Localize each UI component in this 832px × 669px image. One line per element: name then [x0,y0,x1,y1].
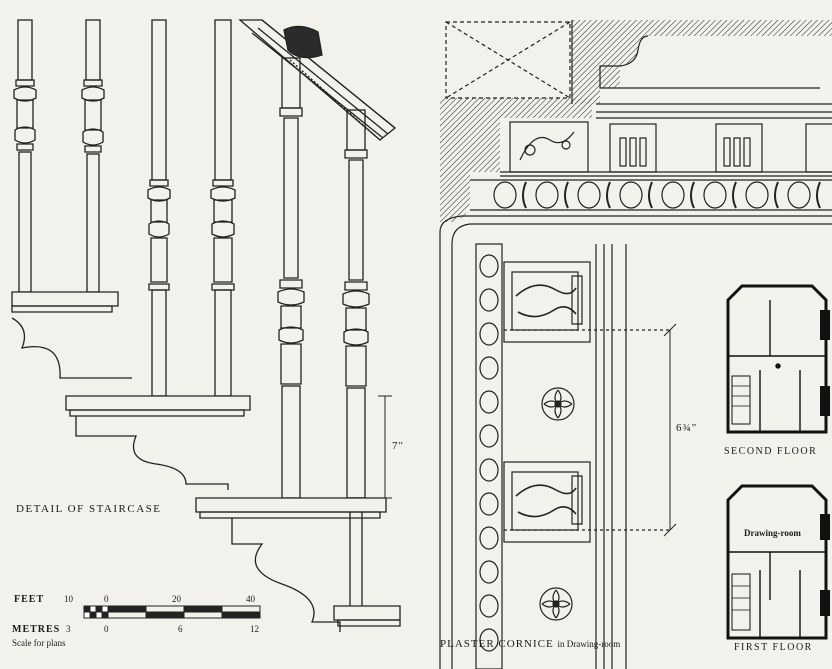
baluster-5 [277,57,305,499]
scale-metres-tick-1: 3 [66,624,71,634]
staircase-drawing [11,19,401,632]
acanthus-console-2 [503,461,591,543]
scale-metres-tick-4: 12 [250,624,259,634]
second-floor-caption: SECOND FLOOR [724,446,818,457]
cornice-depth-label: 6¾" [676,422,698,434]
cornice-drawing [439,20,832,669]
cornice-caption: PLASTER CORNICE in Drawing-room [440,638,620,650]
first-floor-plan [726,484,830,640]
scale-bar [83,605,261,619]
baluster-3 [147,19,171,397]
cornice-depth-dimension [663,323,677,537]
scale-feet-tick-2: 0 [104,594,109,604]
scale-note: Scale for plans [12,638,66,648]
scale-feet-label: FEET [14,594,45,605]
baluster-6 [342,109,370,609]
riser-dimension-label: 7" [392,440,404,452]
baluster-1 [13,19,37,293]
cornice-title-suffix: in Drawing-room [557,639,621,649]
scale-feet-tick-3: 20 [172,594,181,604]
second-floor-plan [726,284,830,434]
first-floor-room-label: Drawing-room [744,528,801,538]
baluster-2 [81,19,105,293]
scale-feet-tick-4: 40 [246,594,255,604]
scale-metres-tick-2: 0 [104,624,109,634]
vertical-bead-band [475,243,503,669]
acanthus-console-1 [503,261,591,343]
staircase-title: DETAIL OF STAIRCASE [16,503,162,515]
egg-and-dart-frieze [470,179,832,211]
rosette-1 [541,387,575,421]
first-floor-caption: FIRST FLOOR [734,642,813,653]
baluster-4 [210,19,236,397]
handrail [238,19,397,141]
riser-dimension-line [378,395,392,499]
scale-feet-tick-1: 10 [64,594,73,604]
modillion-row [500,121,832,177]
scale-metres-label: METRES [12,624,61,635]
scale-metres-tick-3: 6 [178,624,183,634]
rosette-2 [539,587,573,621]
stair-treads [11,291,401,632]
cornice-title: PLASTER CORNICE [440,638,554,650]
